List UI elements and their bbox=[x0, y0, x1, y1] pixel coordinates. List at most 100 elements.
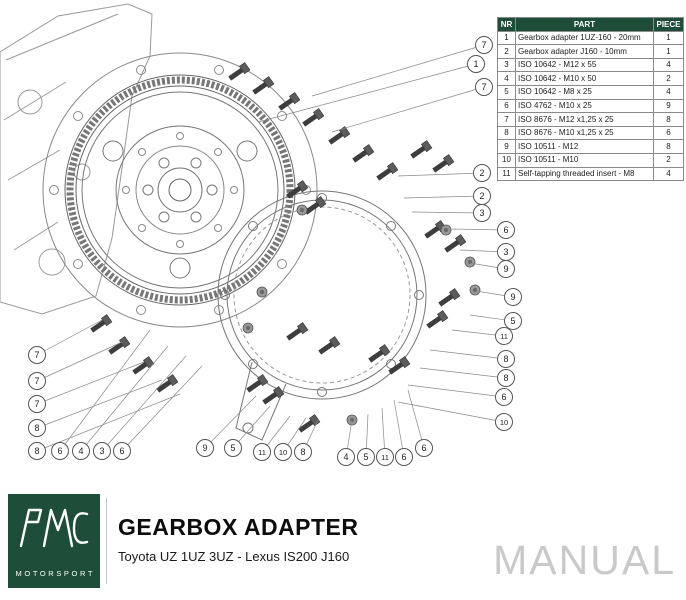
balloon-8: 8 bbox=[497, 350, 515, 368]
svg-text:6: 6 bbox=[401, 452, 406, 462]
col-header-nr: NR bbox=[497, 17, 516, 32]
svg-text:3: 3 bbox=[99, 446, 104, 456]
balloon-6: 6 bbox=[395, 448, 413, 466]
pmc-logo-mark bbox=[19, 508, 89, 548]
pmc-logo: MOTORSPORT bbox=[8, 494, 100, 588]
balloon-7: 7 bbox=[475, 78, 493, 96]
svg-text:5: 5 bbox=[363, 452, 368, 462]
balloon-9: 9 bbox=[497, 260, 515, 278]
svg-text:7: 7 bbox=[481, 82, 486, 92]
svg-text:8: 8 bbox=[34, 446, 39, 456]
balloon-3: 3 bbox=[473, 204, 491, 222]
svg-text:10: 10 bbox=[500, 418, 508, 427]
logo-motorsport-label: MOTORSPORT bbox=[15, 569, 96, 578]
svg-text:8: 8 bbox=[503, 373, 508, 383]
svg-text:11: 11 bbox=[258, 448, 266, 457]
manual-label: MANUAL bbox=[493, 537, 676, 583]
svg-text:5: 5 bbox=[230, 443, 235, 453]
engine-block-outline bbox=[0, 3, 153, 315]
svg-text:7: 7 bbox=[34, 376, 39, 386]
col-header-part: PART bbox=[515, 17, 654, 32]
page-title: GEARBOX ADAPTER bbox=[118, 514, 359, 540]
page-subtitle: Toyota UZ 1UZ 3UZ - Lexus IS200 J160 bbox=[118, 549, 350, 564]
balloon-3: 3 bbox=[93, 442, 111, 460]
svg-text:5: 5 bbox=[510, 316, 515, 326]
svg-text:1: 1 bbox=[473, 59, 478, 69]
svg-text:3: 3 bbox=[479, 208, 484, 218]
svg-text:2: 2 bbox=[479, 191, 484, 201]
svg-text:6: 6 bbox=[57, 446, 62, 456]
svg-text:11: 11 bbox=[500, 332, 508, 341]
balloon-8: 8 bbox=[28, 419, 46, 437]
svg-text:7: 7 bbox=[481, 40, 486, 50]
svg-text:10: 10 bbox=[279, 448, 287, 457]
svg-text:8: 8 bbox=[503, 354, 508, 364]
svg-text:9: 9 bbox=[202, 443, 207, 453]
balloon-9: 9 bbox=[504, 288, 522, 306]
svg-text:9: 9 bbox=[510, 292, 515, 302]
footer: MOTORSPORT GEARBOX ADAPTER Toyota UZ 1UZ… bbox=[0, 490, 686, 600]
svg-text:3: 3 bbox=[503, 247, 508, 257]
balloon-7: 7 bbox=[28, 395, 46, 413]
svg-text:6: 6 bbox=[421, 443, 426, 453]
leader-lines bbox=[36, 44, 514, 458]
balloon-6: 6 bbox=[51, 442, 69, 460]
balloon-5: 5 bbox=[504, 312, 522, 330]
svg-text:4: 4 bbox=[78, 446, 83, 456]
footer-titles: GEARBOX ADAPTER Toyota UZ 1UZ 3UZ - Lexu… bbox=[118, 514, 359, 564]
svg-text:6: 6 bbox=[503, 225, 508, 235]
balloon-3: 3 bbox=[497, 243, 515, 261]
balloon-2: 2 bbox=[473, 164, 491, 182]
balloon-6: 6 bbox=[495, 388, 513, 406]
balloon-7: 7 bbox=[28, 372, 46, 390]
parts-table-header-row: NR PART PIECE bbox=[497, 17, 684, 32]
svg-text:8: 8 bbox=[34, 423, 39, 433]
balloon-5: 5 bbox=[357, 448, 375, 466]
balloon-10: 10 bbox=[495, 413, 513, 431]
balloon-1: 1 bbox=[467, 55, 485, 73]
svg-text:2: 2 bbox=[479, 168, 484, 178]
svg-text:8: 8 bbox=[300, 447, 305, 457]
svg-text:4: 4 bbox=[343, 452, 348, 462]
balloon-6: 6 bbox=[415, 439, 433, 457]
balloon-4: 4 bbox=[72, 442, 90, 460]
balloon-8: 8 bbox=[28, 442, 46, 460]
balloon-10: 10 bbox=[274, 443, 292, 461]
svg-text:9: 9 bbox=[503, 264, 508, 274]
balloon-7: 7 bbox=[475, 36, 493, 54]
balloon-7: 7 bbox=[28, 346, 46, 364]
balloon-5: 5 bbox=[224, 439, 242, 457]
svg-text:7: 7 bbox=[34, 350, 39, 360]
balloon-4: 4 bbox=[337, 448, 355, 466]
balloon-8: 8 bbox=[294, 443, 312, 461]
svg-text:11: 11 bbox=[381, 453, 389, 462]
svg-text:7: 7 bbox=[34, 399, 39, 409]
adapter-plate-1 bbox=[42, 52, 318, 328]
balloon-11: 11 bbox=[495, 327, 513, 345]
balloon-11: 11 bbox=[376, 448, 394, 466]
balloon-11: 11 bbox=[253, 443, 271, 461]
svg-text:6: 6 bbox=[119, 446, 124, 456]
flywheel bbox=[64, 74, 296, 306]
balloon-9: 9 bbox=[196, 439, 214, 457]
balloon-6: 6 bbox=[497, 221, 515, 239]
svg-text:6: 6 bbox=[501, 392, 506, 402]
balloon-8: 8 bbox=[497, 369, 515, 387]
balloon-6: 6 bbox=[113, 442, 131, 460]
col-header-piece: PIECE bbox=[653, 17, 684, 32]
